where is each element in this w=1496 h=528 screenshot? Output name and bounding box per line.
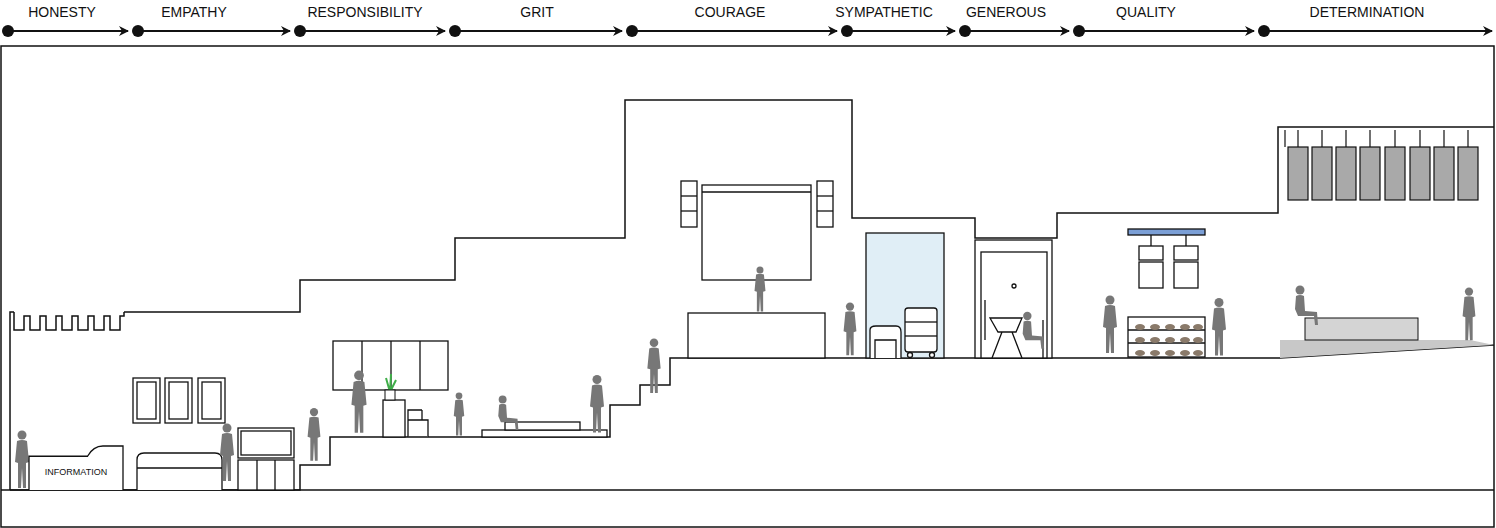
hanging-panels xyxy=(1285,130,1478,200)
value-label: DETERMINATION xyxy=(1310,3,1425,21)
shelf-items xyxy=(1135,324,1203,356)
value-label: HONESTY xyxy=(28,3,96,21)
value-label: RESPONSIBILITY xyxy=(307,3,422,21)
info-desk: INFORMATION xyxy=(28,445,124,490)
people xyxy=(15,266,1475,488)
value-label: SYMPATHETIC xyxy=(835,3,933,21)
bench xyxy=(1280,318,1494,358)
timeline-dots xyxy=(2,25,1270,37)
desk-label: INFORMATION xyxy=(28,467,124,478)
value-label: EMPATHY xyxy=(161,3,227,21)
plant-pot xyxy=(385,390,395,400)
furniture xyxy=(133,181,1205,490)
plant xyxy=(386,374,396,392)
value-label: GENEROUS xyxy=(966,3,1046,21)
value-label: COURAGE xyxy=(695,3,766,21)
frame xyxy=(1,46,1494,527)
building-outline xyxy=(10,100,1494,490)
value-label: QUALITY xyxy=(1116,3,1176,21)
value-label: GRIT xyxy=(520,3,553,21)
